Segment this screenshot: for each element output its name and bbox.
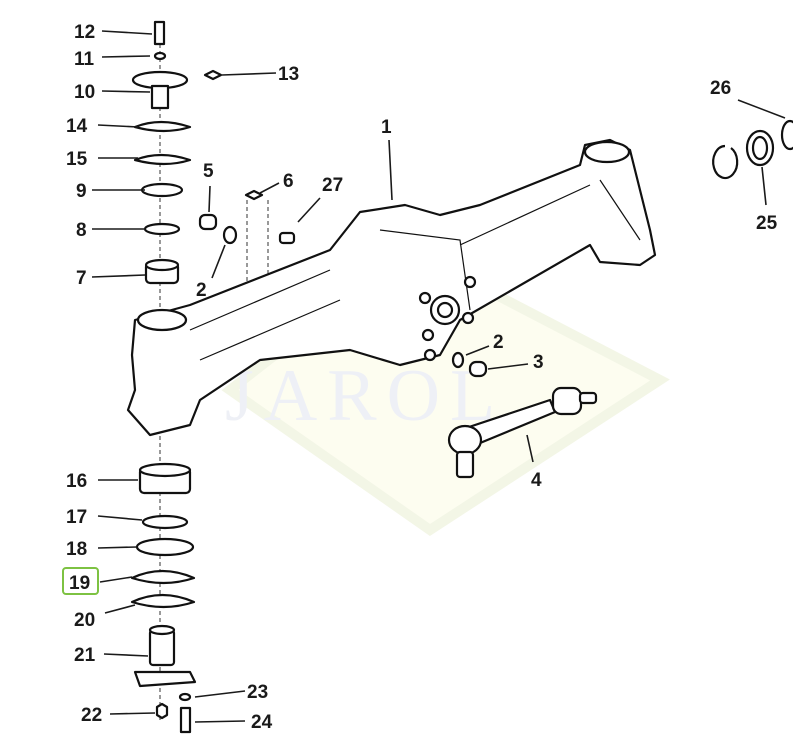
callout-25[interactable]: 25: [756, 213, 778, 234]
callout-26[interactable]: 26: [710, 78, 731, 99]
callout-13[interactable]: 13: [278, 64, 299, 85]
callout-21[interactable]: 21: [74, 645, 96, 666]
lower-kingpin-parts: [130, 462, 197, 734]
callouts: 12 11 10 13 14 15 9 8 7 5 6 27 2 1 26 25…: [66, 22, 778, 733]
callout-19-highlight: [62, 567, 99, 595]
callout-15[interactable]: 15: [66, 149, 88, 170]
svg-text:JAROL: JAROL: [225, 355, 505, 437]
callout-20[interactable]: 20: [74, 610, 95, 631]
callout-14[interactable]: 14: [66, 116, 88, 137]
leader-lines: [91, 30, 786, 723]
callout-23[interactable]: 23: [247, 682, 268, 703]
callout-5[interactable]: 5: [203, 161, 214, 182]
callout-12[interactable]: 12: [74, 22, 95, 43]
callout-3[interactable]: 3: [533, 352, 544, 373]
callout-2-left[interactable]: 2: [196, 280, 207, 301]
callout-19[interactable]: 19: [69, 573, 90, 594]
callout-1[interactable]: 1: [381, 117, 392, 138]
callout-16[interactable]: 16: [66, 471, 87, 492]
axle-housing-part: [126, 138, 657, 437]
callout-17[interactable]: 17: [66, 507, 87, 528]
callout-10[interactable]: 10: [74, 82, 95, 103]
callout-8[interactable]: 8: [76, 220, 87, 241]
callout-27[interactable]: 27: [322, 175, 343, 196]
callout-22[interactable]: 22: [81, 705, 102, 726]
upper-kingpin-parts: [131, 20, 296, 285]
callout-6[interactable]: 6: [283, 171, 294, 192]
callout-24[interactable]: 24: [251, 712, 273, 733]
right-side-parts: [447, 119, 793, 479]
callout-2-right[interactable]: 2: [493, 332, 504, 353]
callout-11[interactable]: 11: [74, 49, 95, 70]
callout-7[interactable]: 7: [76, 268, 87, 289]
callout-18[interactable]: 18: [66, 539, 87, 560]
callout-9[interactable]: 9: [76, 181, 87, 202]
callout-4[interactable]: 4: [531, 470, 542, 491]
